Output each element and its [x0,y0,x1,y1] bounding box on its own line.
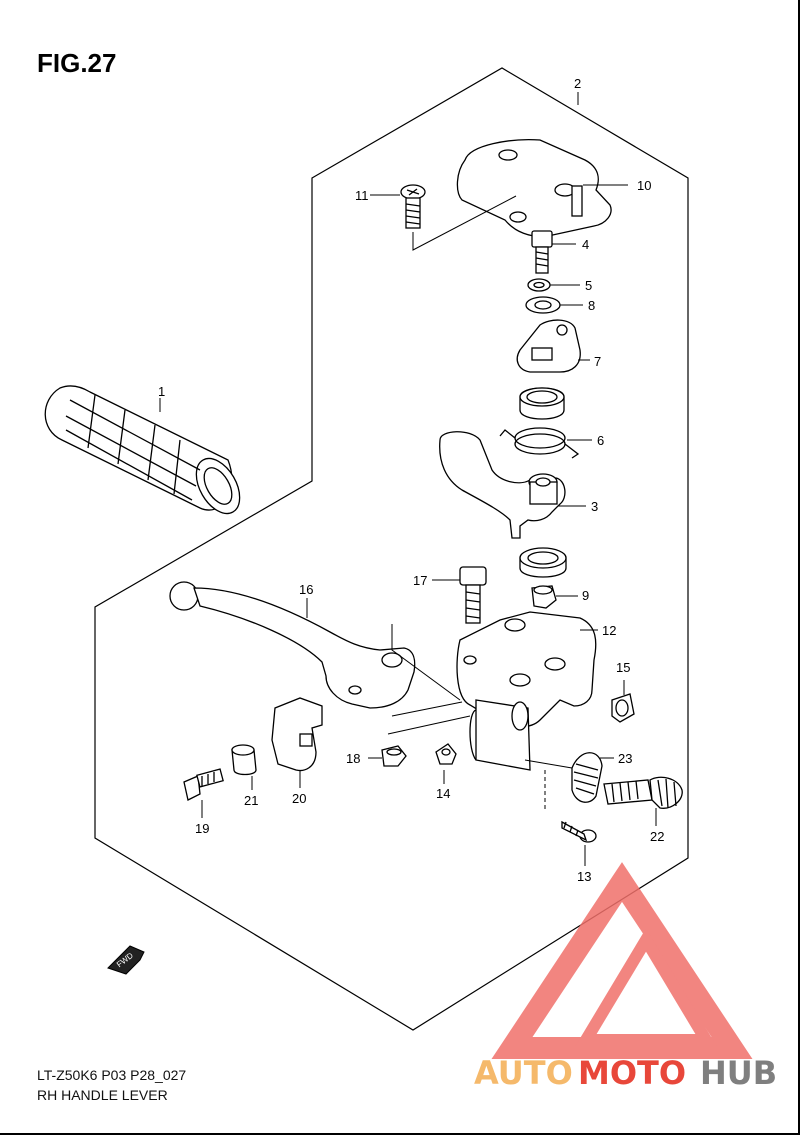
callout-8: 8 [588,298,595,313]
part-screw-11 [400,184,426,229]
callout-15: 15 [616,660,630,675]
callout-20: 20 [292,791,306,806]
part-clamp [456,139,612,238]
callout-7: 7 [594,354,601,369]
callout-9: 9 [582,588,589,603]
callout-17: 17 [413,573,427,588]
callout-23: 23 [618,751,632,766]
part-collar-lower [519,547,567,578]
part-nut-9 [531,585,557,609]
callout-3: 3 [591,499,598,514]
callout-22: 22 [650,829,664,844]
part-throttle-lever [439,431,566,539]
callout-4: 4 [582,237,589,252]
part-nut-14 [435,743,457,765]
part-clip-15 [611,693,635,723]
callout-14: 14 [436,786,450,801]
part-plate-7 [516,319,581,373]
callout-11: 11 [355,188,369,203]
watermark-moto: MOTO [578,1054,686,1092]
part-brake-lever [169,581,416,709]
callout-16: 16 [299,582,313,597]
callout-1: 1 [158,384,165,399]
part-spring-6 [499,427,580,459]
frame-border-bottom [0,1133,800,1135]
watermark-auto: AUTO [474,1054,573,1092]
frame-border-right [798,0,800,1135]
callout-5: 5 [585,278,592,293]
callout-13: 13 [577,869,591,884]
callout-19: 19 [195,821,209,836]
watermark-logo [491,862,753,1059]
part-collar-21 [231,744,257,776]
leader-lines [159,92,657,866]
callout-12: 12 [602,623,616,638]
model-code: LT-Z50K6 P03 P28_027 [37,1067,187,1083]
part-nut-18 [381,745,407,767]
part-adjuster [571,752,683,809]
part-screw-13 [561,820,597,843]
part-holder-20 [271,697,323,772]
part-collar-upper [519,387,565,420]
part-bolt-19 [183,768,224,801]
watermark-text: AUTO MOTO HUB [474,1054,777,1092]
part-bolt-4 [531,230,553,274]
part-washers [525,278,561,314]
watermark-hub: HUB [700,1054,777,1092]
callout-10: 10 [637,178,651,193]
part-housing [456,611,597,771]
part-bolt-17 [459,566,487,624]
fwd-arrow-icon: FWD [107,945,145,975]
callout-21: 21 [244,793,258,808]
part-grip [44,385,241,515]
callout-2: 2 [574,76,581,91]
callout-6: 6 [597,433,604,448]
callout-numbers: 1 2 3 4 5 6 7 8 9 10 11 12 13 14 15 16 1… [158,76,664,884]
section-name: RH HANDLE LEVER [37,1087,168,1103]
callout-18: 18 [346,751,360,766]
figure-title: FIG.27 [37,48,117,78]
assembly-outline [94,67,689,1031]
